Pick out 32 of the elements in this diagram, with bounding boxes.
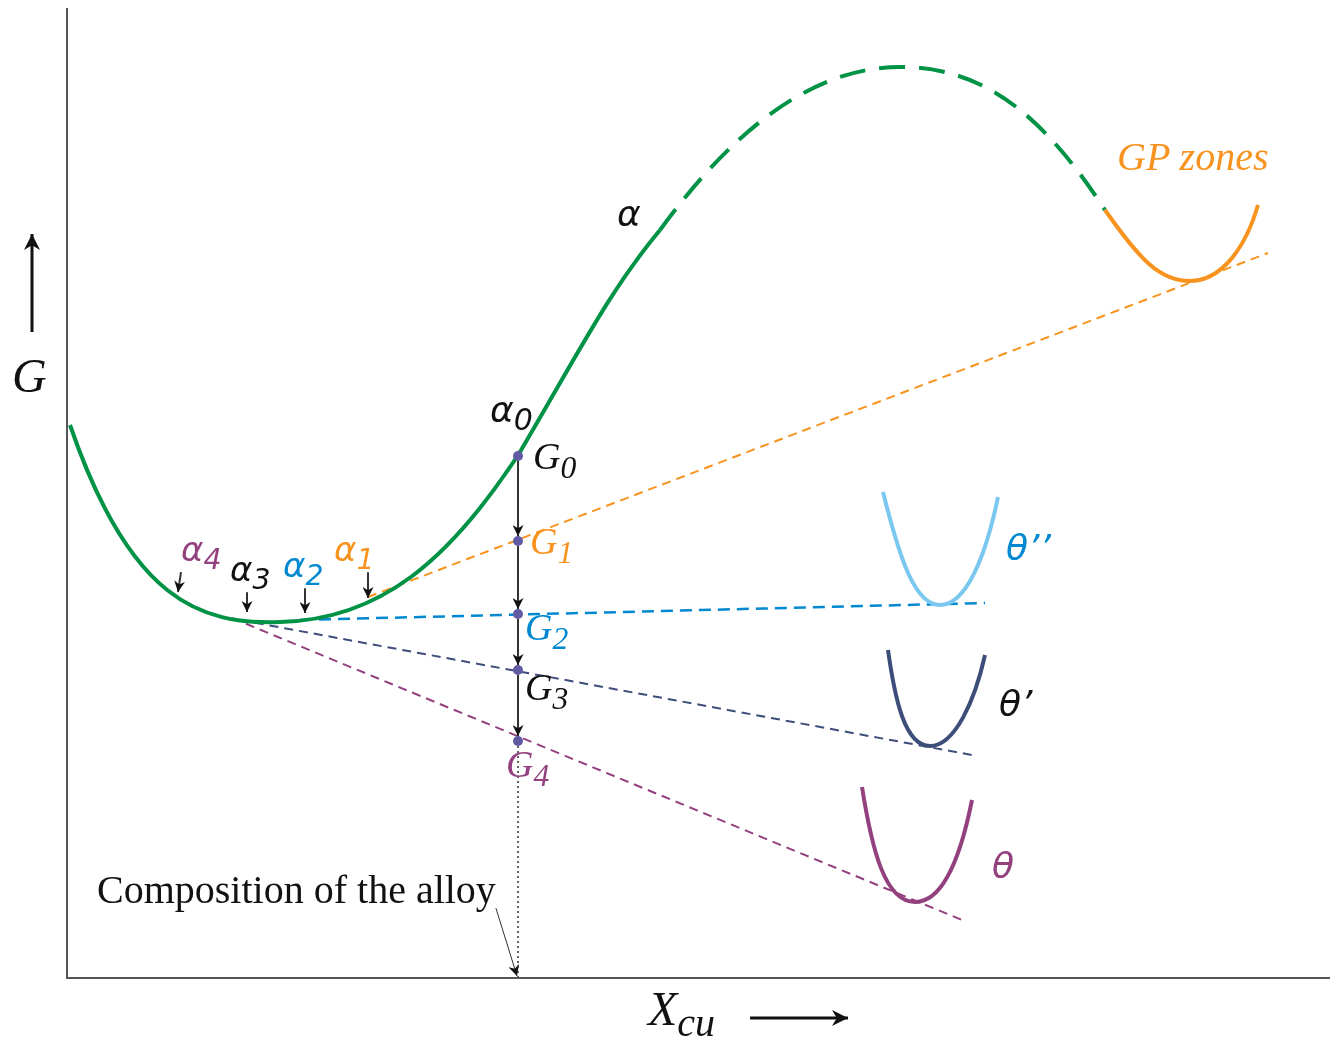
point-marker	[513, 451, 523, 461]
phase-label: α$_{1}$	[334, 532, 375, 575]
curve-label: θ’’	[1006, 530, 1051, 566]
phase-label: α$_{2}$	[283, 548, 324, 591]
leader-line	[495, 907, 519, 977]
point-marker	[513, 736, 523, 746]
phase-label: α$_{3}$	[230, 552, 271, 595]
arrow	[512, 674, 524, 737]
curve-label: GP zones	[1117, 137, 1269, 177]
point-label: G$_{0}$	[533, 437, 577, 484]
phase-label: α$_{4}$	[181, 532, 222, 575]
point-label: G$_{4}$	[506, 745, 550, 792]
arrow	[512, 545, 524, 610]
leader-line	[362, 571, 374, 599]
curve-label: θ’	[999, 686, 1033, 722]
curve-label: α	[617, 196, 641, 232]
leader-line	[174, 571, 186, 593]
point-label: G$_{3}$	[525, 668, 569, 715]
point-marker	[513, 665, 523, 675]
annotation-text: Composition of the alloy	[97, 870, 496, 910]
leader-line	[299, 587, 311, 614]
axis-label: G	[12, 352, 47, 400]
arrow	[512, 618, 524, 666]
drop-line	[517, 745, 519, 978]
point-marker	[513, 536, 523, 546]
point-label: α$_{0}$	[490, 392, 533, 436]
arrow	[512, 460, 524, 537]
point-marker	[513, 609, 523, 619]
leader-line	[241, 591, 253, 613]
axis-label: X$_{cu}$	[648, 985, 716, 1040]
point-label: G$_{2}$	[525, 608, 569, 655]
curve-label: θ	[992, 848, 1015, 884]
